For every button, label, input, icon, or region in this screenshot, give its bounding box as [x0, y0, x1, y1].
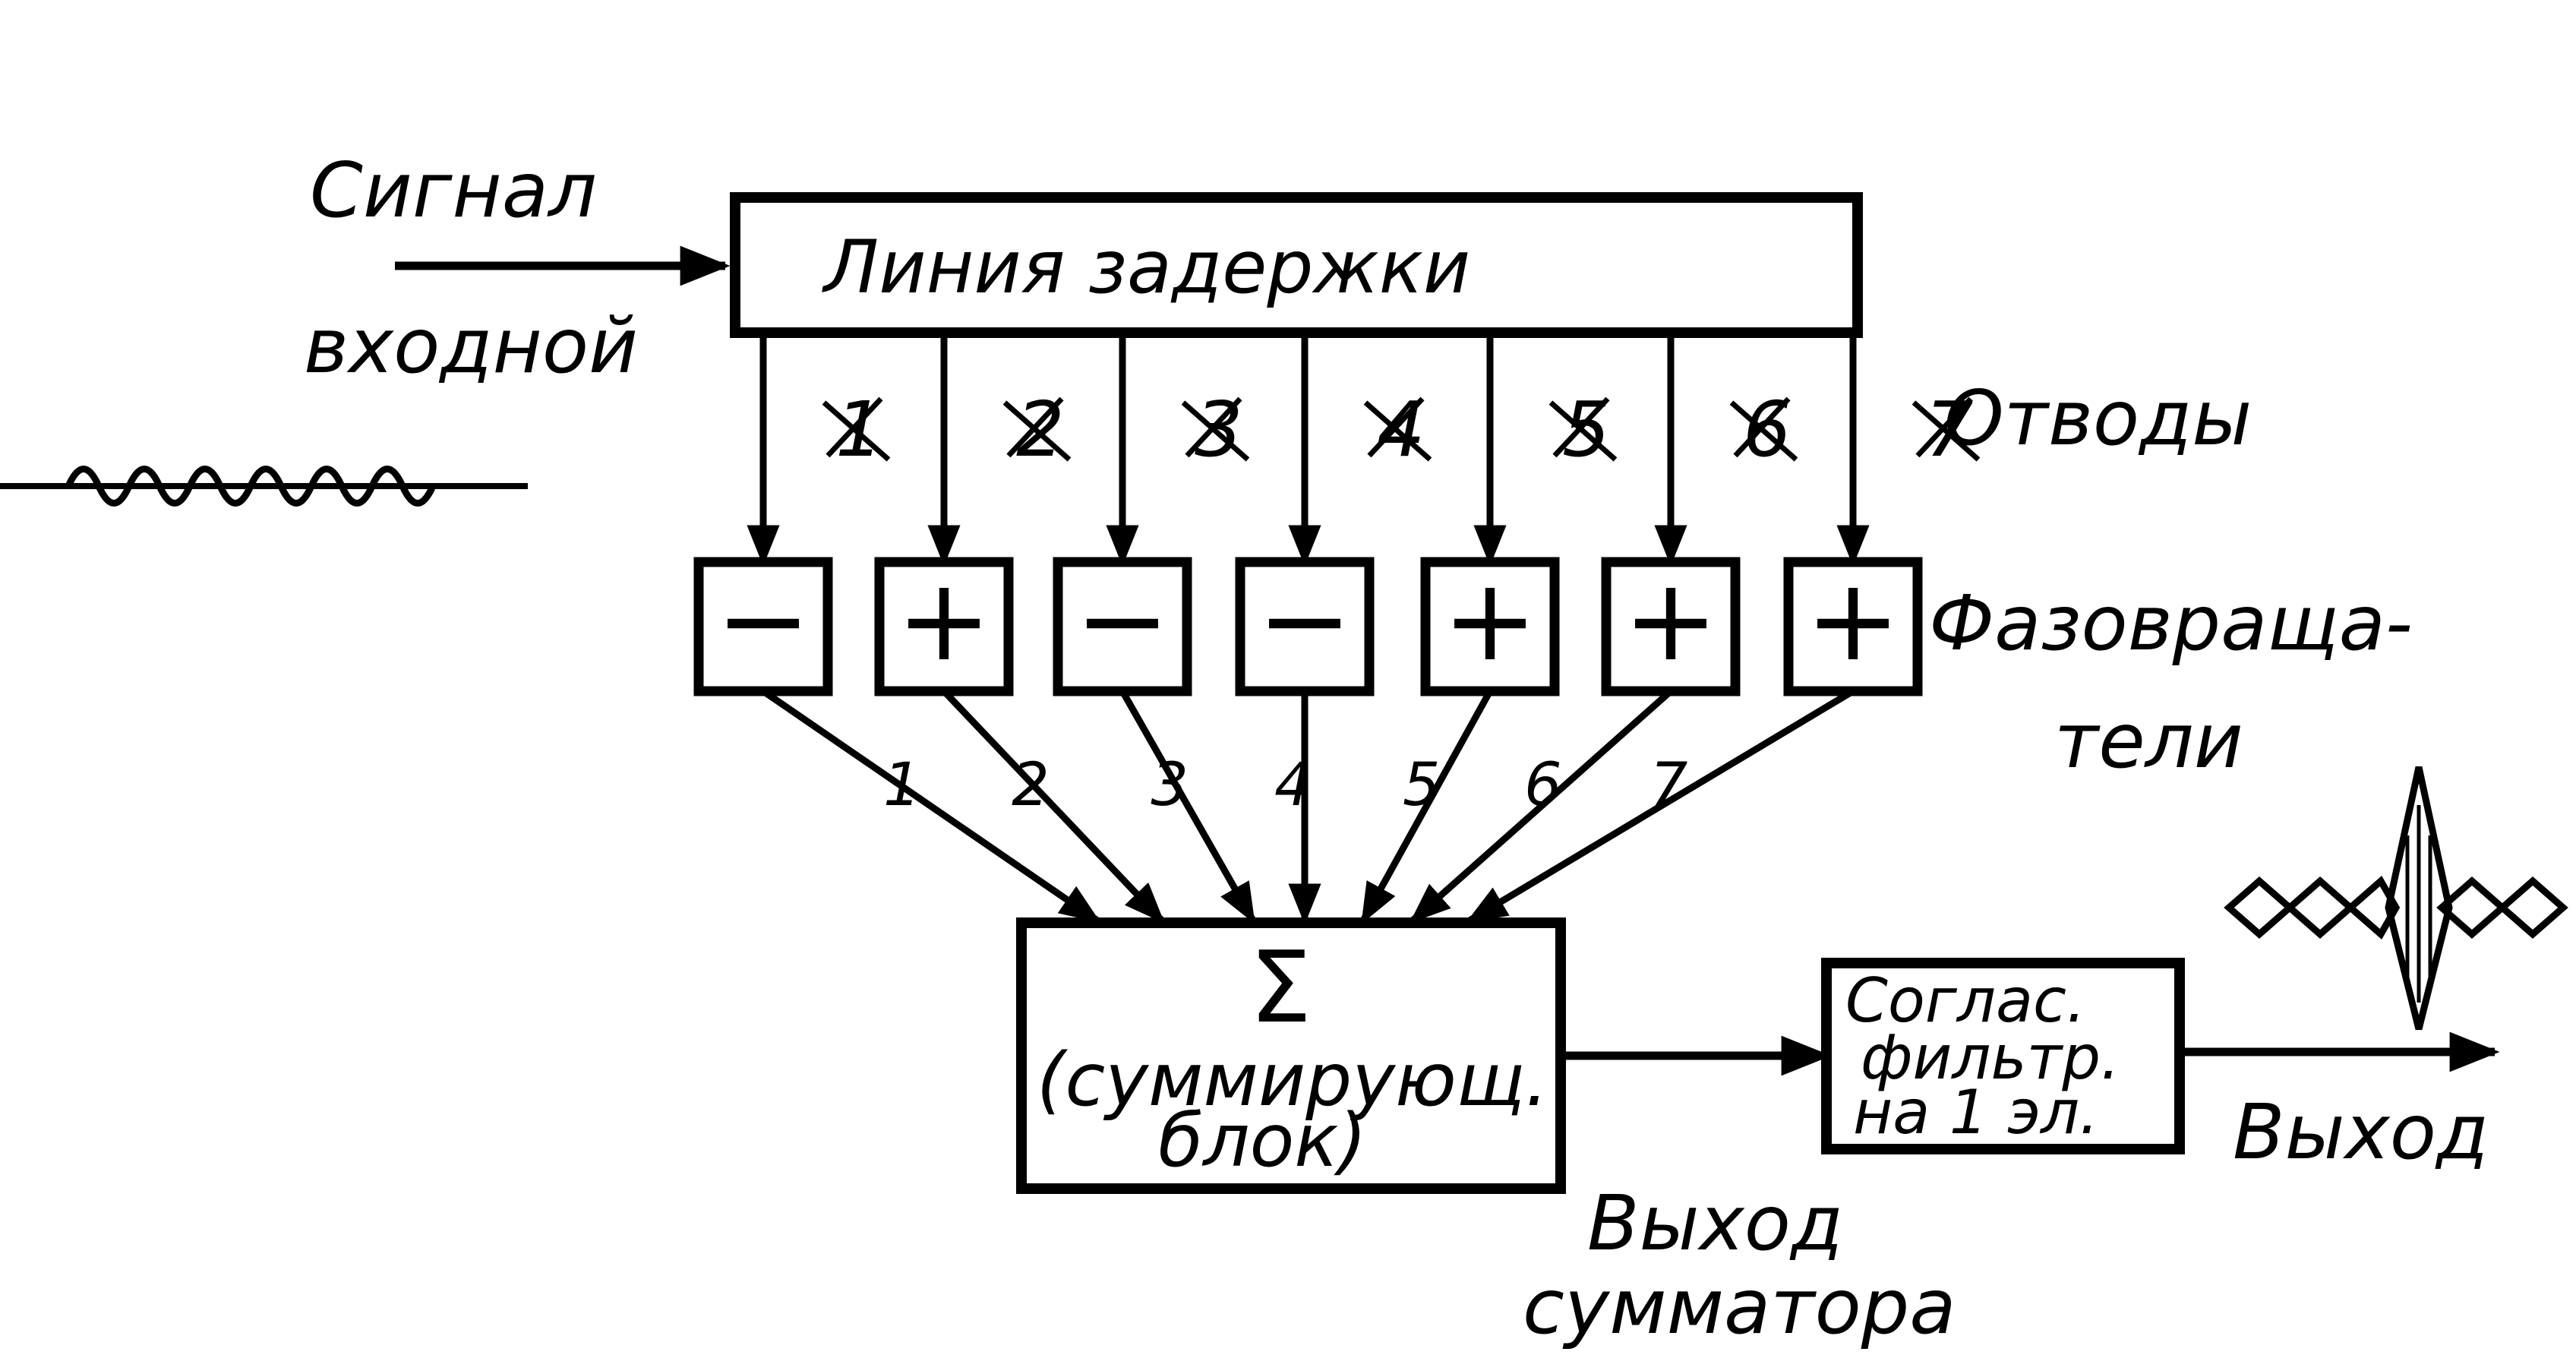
tap-number-7: 7	[1925, 385, 1974, 474]
tap-number-3: 3	[1195, 385, 1243, 474]
output-label: Выход	[2233, 1088, 2489, 1176]
phase-shifter-sign: −	[715, 554, 811, 687]
summer-arrow-5	[1360, 689, 1493, 924]
shifter-number-6: 6	[1524, 751, 1562, 820]
waveform-sine	[65, 466, 437, 507]
scribble-2	[1002, 396, 1072, 462]
matched-filter-label-2: фильтр.	[1861, 1022, 2120, 1093]
tap-number-2: 2	[1016, 385, 1065, 474]
scribble-1	[822, 396, 891, 462]
summer-output-label-2: сумматора	[1523, 1262, 1956, 1351]
tap-number-5: 5	[1562, 385, 1611, 474]
phase-shifter-sign: −	[1257, 554, 1353, 687]
shifter-number-5: 5	[1403, 751, 1441, 820]
shifter-output-numbers: 1 2 3 4 5 6 7	[883, 751, 1687, 820]
delay-line-label: Линия задержки	[822, 225, 1470, 310]
summer-arrow-6	[1409, 688, 1673, 924]
phase-shifter-3: −	[1053, 554, 1192, 696]
summer-arrow-2	[941, 688, 1165, 924]
shifter-number-1: 1	[883, 751, 921, 820]
phase-shifter-sign: +	[1623, 554, 1719, 687]
matched-filter-label-3: на 1 эл.	[1853, 1077, 2099, 1148]
phase-shifter-sign: −	[1075, 554, 1170, 687]
summer-arrow-7	[1466, 688, 1855, 924]
shifter-number-7: 7	[1650, 751, 1688, 820]
main-lobe	[2385, 766, 2453, 1031]
summer-arrow-3	[1119, 689, 1256, 924]
input-waveform	[0, 466, 528, 507]
phase-shifters: −+−−+++	[693, 554, 1923, 696]
input-signal-label: Сигнал	[310, 146, 597, 235]
summer-arrow-1	[761, 688, 1101, 924]
tap-number-6: 6	[1743, 385, 1792, 474]
summer-output-label-1: Выход	[1587, 1179, 1843, 1268]
phase-shifter-sign: +	[1442, 554, 1538, 687]
phase-shifters-label-2: тели	[2054, 696, 2243, 785]
main-lobe-hatching	[2405, 805, 2432, 1003]
sidelobes-left	[2224, 875, 2401, 940]
phase-shifter-2: +	[874, 554, 1014, 696]
summer-input-arrows	[761, 688, 1855, 925]
tap-arrows	[747, 333, 1870, 567]
scribble-3	[1181, 396, 1250, 462]
sigma-symbol: Σ	[1249, 930, 1312, 1045]
scribble-4	[1363, 396, 1432, 462]
crossed-tap-numbers: 1 2 3 4 5 6 7	[822, 385, 1981, 474]
shifter-number-3: 3	[1151, 751, 1189, 820]
shifter-number-2: 2	[1012, 751, 1050, 820]
taps-label: Отводы	[1944, 374, 2252, 463]
matched-filter-label-1: Соглас.	[1845, 965, 2085, 1036]
phase-shifter-4: −	[1235, 554, 1375, 696]
scribble-6	[1729, 396, 1798, 462]
scribble-7	[1911, 396, 1981, 462]
scribble-5	[1548, 396, 1618, 462]
phase-shifter-1: −	[693, 554, 833, 696]
phase-shifter-sign: +	[896, 554, 992, 687]
tap-number-1: 1	[835, 385, 884, 474]
tap-number-4: 4	[1377, 385, 1425, 474]
phase-shifters-label-1: Фазовраща-	[1929, 579, 2413, 668]
delay-line-box	[730, 192, 1863, 338]
shifter-number-4: 4	[1274, 751, 1312, 820]
phase-shifter-7: +	[1783, 554, 1923, 696]
phase-shifter-6: +	[1601, 554, 1741, 696]
summing-block-label-1: (суммирующ.	[1037, 1037, 1548, 1123]
phase-shifter-5: +	[1420, 554, 1560, 696]
summing-block-label-2: блок)	[1158, 1098, 1367, 1183]
input-signal-label-2: входной	[304, 302, 638, 390]
phase-shifter-sign: +	[1805, 554, 1901, 687]
sidelobes-right	[2436, 876, 2568, 939]
compressed-pulse-waveform	[2224, 766, 2568, 1031]
